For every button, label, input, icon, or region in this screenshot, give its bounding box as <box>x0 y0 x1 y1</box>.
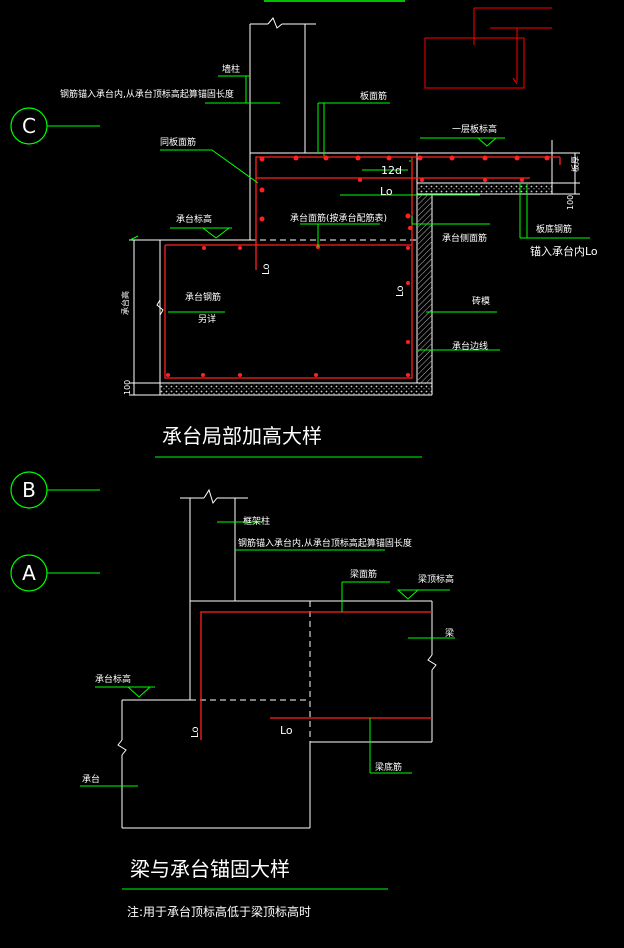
label-12d: 12d <box>381 164 402 177</box>
label-see-detail: 另详 <box>198 313 216 325</box>
label-same-slab-bar: 同板面筋 <box>160 136 196 148</box>
dim-cap-height: 承台高 <box>120 291 130 315</box>
label-lo-column: Lo <box>261 263 272 275</box>
cap-bedding <box>160 384 432 395</box>
label-slab-top-bar: 板面筋 <box>360 90 387 102</box>
label-cap-level: 承台标高 <box>176 213 212 225</box>
bottom-detail: 框架柱 钢筋锚入承台内,从承台顶标高起算锚固长度 梁面筋 梁顶标高 梁 承台标高… <box>80 488 455 919</box>
slab-thickness-dimension <box>552 152 580 195</box>
top-detail-title: 承台局部加高大样 <box>162 424 322 448</box>
axis-a-marker: A <box>10 554 100 592</box>
axis-a-label: A <box>22 561 36 585</box>
label-anchor-lo: 锚入承台内Lo <box>530 244 598 258</box>
label-lo-side: Lo <box>395 285 406 297</box>
label-beam-bottom-bar: 梁底筋 <box>375 761 402 773</box>
dim-100-bottom: 100 <box>123 380 132 395</box>
label-beam-top-level: 梁顶标高 <box>418 573 454 585</box>
label-cap-level-bottom: 承台标高 <box>95 673 131 685</box>
axis-c-label: C <box>22 114 36 138</box>
beam-outline <box>190 600 437 743</box>
beam-top-level-symbol <box>396 589 420 600</box>
brick-mold-wall <box>418 194 432 384</box>
label-pile-cap: 承台 <box>82 773 100 785</box>
label-cap-rebar: 承台钢筋 <box>185 291 221 303</box>
label-slab-bottom-bar: 板底钢筋 <box>536 223 572 235</box>
label-cap-top-bar: 承台面筋(按承台配筋表) <box>290 212 387 224</box>
label-frame-column: 框架柱 <box>243 515 270 527</box>
label-anchor-note: 钢筋锚入承台内,从承台顶标高起算锚固长度 <box>60 88 234 100</box>
top-detail: 承台高 100 板厚 100 <box>60 17 598 458</box>
label-lo-slab: Lo <box>380 185 393 198</box>
top-leaders <box>160 75 590 351</box>
label-cap-side-bar: 承台侧面筋 <box>442 232 487 244</box>
axis-c-marker: C <box>10 107 100 145</box>
label-cap-edge: 承台边线 <box>452 340 488 352</box>
bottom-detail-note: 注:用于承台顶标高低于梁顶标高时 <box>127 904 311 919</box>
cap-level-symbol-bottom <box>126 686 152 698</box>
top-rebars <box>164 156 561 379</box>
pile-cap-outline-bottom <box>117 699 311 829</box>
label-floor-level: 一层板标高 <box>452 123 497 135</box>
beam-rebars <box>200 611 432 740</box>
bottom-detail-title: 梁与承台锚固大样 <box>130 857 290 881</box>
label-anchor-note-bottom: 钢筋锚入承台内,从承台顶标高起算锚固长度 <box>238 537 412 549</box>
wall-column-outline <box>249 17 316 240</box>
dim-100-right: 100 <box>566 195 575 210</box>
label-beam: 梁 <box>445 627 454 639</box>
dim-slab-thickness: 板厚 <box>570 156 580 172</box>
floor-level-symbol <box>476 137 498 147</box>
slab-bedding <box>417 184 552 194</box>
bottom-leaders <box>80 521 455 787</box>
label-lo-bottom-2: Lo <box>280 724 293 737</box>
rebar-dots <box>166 155 550 377</box>
axis-b-label: B <box>22 478 36 502</box>
label-lo-bottom-1: Lo <box>190 726 201 738</box>
cap-height-dimension <box>129 239 164 396</box>
label-beam-top-bar: 梁面筋 <box>350 568 377 580</box>
axis-b-marker: B <box>10 471 100 509</box>
red-reference-box <box>424 7 552 89</box>
label-wall-column: 墙柱 <box>222 63 240 75</box>
dim-tick <box>129 235 139 241</box>
cap-level-symbol <box>201 227 231 239</box>
label-brick-mold: 砖模 <box>472 295 490 307</box>
